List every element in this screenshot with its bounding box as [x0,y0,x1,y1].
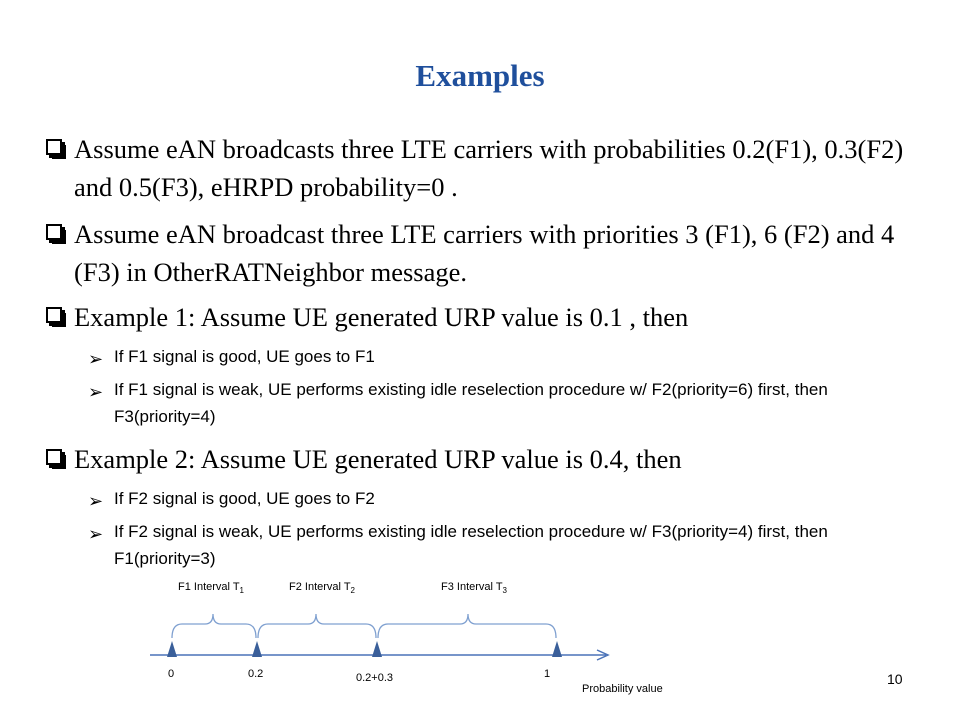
bullet-item: Example 1: Assume UE generated URP value… [46,298,904,336]
arrow-bullet-icon: ➢ [88,349,104,370]
axis-label: Probability value [582,683,663,695]
tick-label: 1 [544,668,550,680]
marker-0-2 [252,641,262,657]
sub-bullet-text: If F1 signal is good, UE goes to F1 [114,347,375,366]
interval-brace-f2 [257,613,377,639]
square-bullet-icon [46,449,66,469]
bullet-item: Assume eAN broadcasts three LTE carriers… [46,130,904,206]
square-bullet-icon [46,139,66,159]
tick-label: 0 [168,668,174,680]
sub-bullet-item: ➢ If F1 signal is good, UE goes to F1 [88,343,834,370]
bullet-item: Assume eAN broadcast three LTE carriers … [46,215,904,291]
bullet-item: Example 2: Assume UE generated URP value… [46,440,904,478]
interval-brace-f1 [171,613,257,639]
square-bullet-icon [46,307,66,327]
marker-0 [167,641,177,657]
sub-bullet-item: ➢ If F2 signal is weak, UE performs exis… [88,518,834,572]
page-number: 10 [887,671,903,687]
axis-arrow-icon [596,649,610,661]
arrow-bullet-icon: ➢ [88,524,104,545]
tick-label: 0.2 [248,668,263,680]
marker-1 [552,641,562,657]
sub-bullet-item: ➢ If F1 signal is weak, UE performs exis… [88,376,834,430]
bullet-text: Assume eAN broadcasts three LTE carriers… [74,134,904,202]
interval-label-f1: F1 Interval T1 [178,581,245,595]
bullet-list: Assume eAN broadcasts three LTE carriers… [46,130,904,572]
bullet-text: Assume eAN broadcast three LTE carriers … [74,219,895,287]
marker-0-5 [372,641,382,657]
arrow-bullet-icon: ➢ [88,491,104,512]
bullet-text: Example 2: Assume UE generated URP value… [74,444,682,474]
interval-brace-f3 [377,613,557,639]
interval-label-f3: F3 Interval T3 [441,581,508,595]
slide-title: Examples [415,58,545,93]
tick-label: 0.2+0.3 [356,672,393,684]
bullet-text: Example 1: Assume UE generated URP value… [74,302,689,332]
probability-interval-diagram: F1 Interval T1 F2 Interval T2 F3 Interva… [150,581,663,695]
interval-label-f2: F2 Interval T2 [289,581,356,595]
sub-bullet-text: If F2 signal is weak, UE performs existi… [114,522,828,568]
sub-bullet-item: ➢ If F2 signal is good, UE goes to F2 [88,485,834,512]
square-bullet-icon [46,224,66,244]
sub-bullet-text: If F1 signal is weak, UE performs existi… [114,380,828,426]
sub-bullet-text: If F2 signal is good, UE goes to F2 [114,489,375,508]
arrow-bullet-icon: ➢ [88,382,104,403]
